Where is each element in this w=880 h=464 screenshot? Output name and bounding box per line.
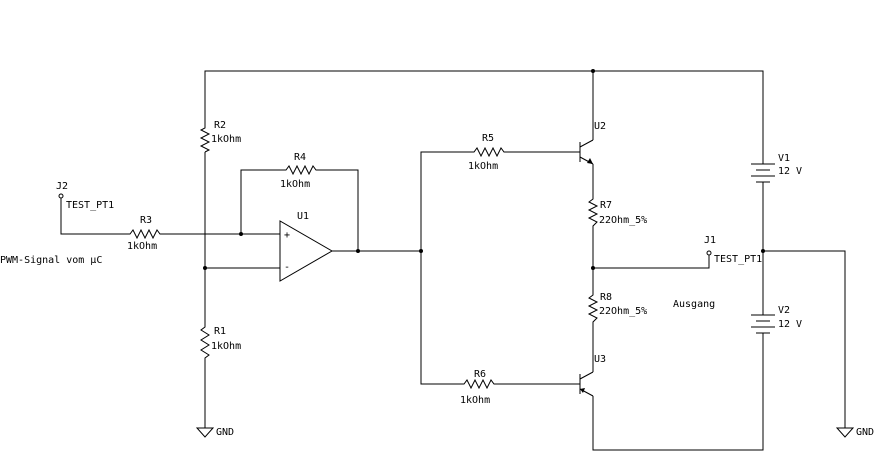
resistor-r8: R8 22Ohm_5% — [587, 291, 647, 327]
v2-ref: V2 — [778, 305, 790, 316]
r7-ref: R7 — [600, 200, 612, 211]
r6-ref: R6 — [474, 369, 486, 380]
u2-ref: U2 — [594, 121, 606, 132]
v1-value: 12 V — [778, 166, 802, 177]
r5-ref: R5 — [482, 133, 494, 144]
test-point-j2: J2 TEST_PT1 — [56, 181, 114, 211]
j2-ref: J2 — [56, 181, 68, 192]
battery-v1: V1 12 V — [751, 153, 802, 185]
r7-value: 22Ohm_5% — [599, 215, 647, 226]
output-label: Ausgang — [673, 299, 715, 310]
r8-value: 22Ohm_5% — [599, 306, 647, 317]
gnd-left-label: GND — [216, 427, 234, 438]
j1-ref: J1 — [704, 235, 716, 246]
gnd-right-label: GND — [856, 427, 874, 438]
input-signal-label: PWM-Signal vom µC — [0, 255, 102, 266]
junctions — [203, 69, 765, 270]
r3-value: 1kOhm — [127, 241, 157, 252]
transistor-u3: U3 — [579, 354, 606, 397]
ground-left: GND — [195, 427, 234, 438]
resistor-r5: R5 1kOhm — [462, 133, 510, 172]
test-point-j1: J1 TEST_PT1 — [704, 235, 762, 265]
resistor-r4: R4 1kOhm — [280, 152, 318, 190]
j2-value: TEST_PT1 — [66, 200, 114, 211]
battery-v2: V2 12 V — [751, 305, 802, 334]
resistor-r6: R6 1kOhm — [460, 369, 496, 406]
v2-value: 12 V — [778, 319, 802, 330]
r3-ref: R3 — [140, 215, 152, 226]
j1-value: TEST_PT1 — [714, 254, 762, 265]
r1-value: 1kOhm — [211, 341, 241, 352]
u1-ref: U1 — [297, 211, 309, 222]
ground-right: GND — [835, 427, 874, 438]
u3-ref: U3 — [594, 354, 606, 365]
r1-ref: R1 — [214, 326, 226, 337]
resistor-r7: R7 22Ohm_5% — [587, 195, 647, 231]
r2-value: 1kOhm — [211, 134, 241, 145]
resistor-r1: R1 1kOhm — [200, 323, 241, 362]
r4-value: 1kOhm — [280, 179, 310, 190]
r6-value: 1kOhm — [460, 395, 490, 406]
opamp-plus-sign: + — [284, 230, 290, 241]
v1-ref: V1 — [778, 153, 790, 164]
r5-value: 1kOhm — [468, 161, 498, 172]
transistor-u2: U2 — [579, 121, 606, 165]
resistor-r3: R3 1kOhm — [126, 215, 162, 252]
wires — [60, 70, 846, 451]
r8-ref: R8 — [600, 292, 612, 303]
r2-ref: R2 — [214, 120, 226, 131]
resistor-r2: R2 1kOhm — [199, 120, 241, 153]
opamp-minus-sign: - — [284, 262, 290, 273]
opamp-u1: + - U1 — [279, 211, 334, 282]
r4-ref: R4 — [294, 152, 306, 163]
